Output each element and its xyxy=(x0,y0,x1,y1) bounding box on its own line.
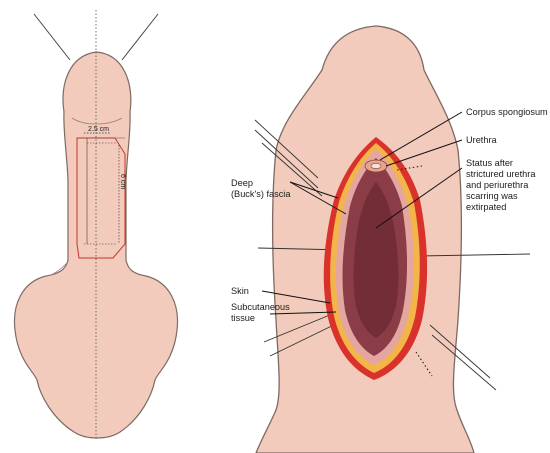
label-deep-fascia-line-2: (Buck's) fascia xyxy=(231,189,291,199)
left-length-label: 6 cm xyxy=(119,174,126,189)
label-status-line-4: scarring was xyxy=(466,191,518,201)
label-status-line-3: and periurethra xyxy=(466,180,529,190)
label-status-line-1: Status after xyxy=(466,158,513,168)
left-panel: 2.5 cm 6 cm xyxy=(14,10,177,440)
urethra-lumen xyxy=(371,163,381,168)
label-subcutaneous-line-2: tissue xyxy=(231,313,255,323)
left-suspension-thread-1 xyxy=(34,14,70,60)
right-panel: Corpus spongiosum Urethra Status after s… xyxy=(231,26,548,453)
label-corpus-spongiosum: Corpus spongiosum xyxy=(466,107,548,117)
left-width-label: 2.5 cm xyxy=(88,126,109,133)
label-subcutaneous-line-1: Subcutaneous xyxy=(231,302,290,312)
label-skin: Skin xyxy=(231,286,249,296)
label-status-line-2: strictured urethra xyxy=(466,169,536,179)
label-status: Status after strictured urethra and peri… xyxy=(466,158,538,212)
label-deep-fascia-line-1: Deep xyxy=(231,178,253,188)
label-urethra: Urethra xyxy=(466,135,498,145)
left-suspension-thread-2 xyxy=(122,14,158,60)
label-status-line-5: extirpated xyxy=(466,202,506,212)
